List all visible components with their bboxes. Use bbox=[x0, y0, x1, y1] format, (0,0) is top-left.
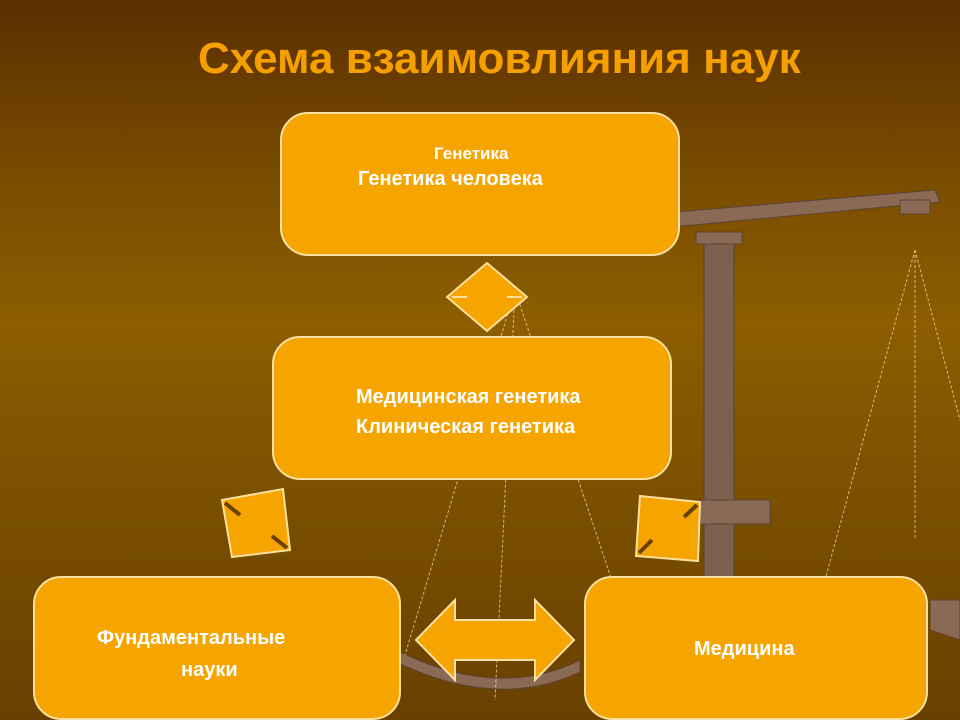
medical-genetics-label: Медицинская генетика bbox=[356, 386, 581, 408]
genetics-label: Генетика bbox=[434, 144, 509, 163]
human-genetics-label: Генетика человека bbox=[358, 168, 543, 190]
genetics-box: Генетика Генетика человека bbox=[280, 112, 680, 256]
medicine-box: Медицина bbox=[584, 576, 928, 720]
diagonal-arrow-left-icon bbox=[220, 487, 292, 559]
fundamental-sciences-box: Фундаментальные науки bbox=[33, 576, 401, 720]
sciences-label: науки bbox=[181, 659, 238, 681]
diamond-connector bbox=[445, 261, 529, 333]
diagonal-arrow-right-icon bbox=[634, 494, 702, 563]
medical-genetics-box: Медицинская генетика Клиническая генетик… bbox=[272, 336, 672, 480]
double-arrow-icon bbox=[414, 597, 576, 683]
scales-beam bbox=[639, 189, 941, 231]
slide-title: Схема взаимовлияния наук bbox=[198, 34, 801, 83]
clinical-genetics-label: Клиническая генетика bbox=[356, 416, 576, 438]
fundamental-label: Фундаментальные bbox=[97, 627, 286, 649]
scales-pillar bbox=[703, 234, 735, 581]
medicine-label: Медицина bbox=[694, 638, 795, 660]
